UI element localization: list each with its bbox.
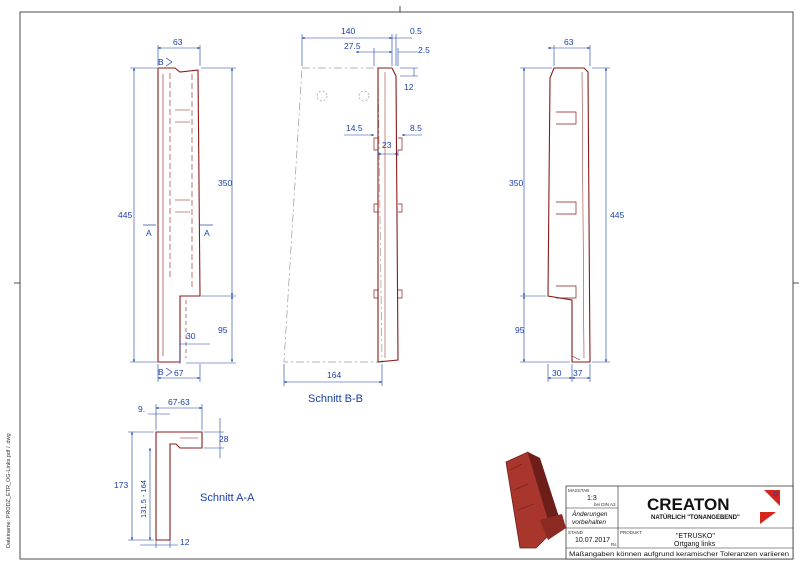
bb-d0-5: 0.5 xyxy=(410,26,422,36)
left-upper-height: 350 xyxy=(218,178,232,188)
aa-d173: 173 xyxy=(114,480,128,490)
product-label: PRODUKT xyxy=(620,530,642,535)
scale-label: MASSTAB xyxy=(568,488,589,493)
title-block: MASSTAB 1:3 bei DIN A3 Änderungen vorbeh… xyxy=(565,485,794,560)
creaton-logo: CREATON NATÜRLICH "TONANGEBEND" xyxy=(647,490,780,524)
section-b-top-label: B xyxy=(158,57,164,67)
date-label: STAND xyxy=(568,530,584,535)
right-lower-height: 95 xyxy=(515,325,525,335)
right-view: 63 350 445 95 30 37 xyxy=(509,37,624,382)
bb-top-width: 140 xyxy=(341,26,355,36)
section-a-right-label: A xyxy=(204,228,210,238)
aa-d131-164: 131.5 - 164 xyxy=(139,480,148,518)
side-file-label: Dateiname: PRODZ_ETR_OG-Links.pdf / .dwg xyxy=(6,433,12,548)
aa-d12: 12 xyxy=(180,537,190,547)
section-aa-view: 9. 67-63 28 173 131.5 - 164 12 Schnitt A… xyxy=(114,397,255,548)
bb-d12: 12 xyxy=(404,82,414,92)
bb-d14-5: 14.5 xyxy=(346,123,363,133)
right-total-height: 445 xyxy=(610,210,624,220)
revision-label: Rs xyxy=(611,542,617,547)
scale-value: 1:3 xyxy=(587,495,597,502)
changes-label-2: vorbehalten xyxy=(572,519,606,526)
left-lower-height: 95 xyxy=(218,325,228,335)
left-width-top: 63 xyxy=(173,37,183,47)
scale-note: bei DIN A3 xyxy=(594,502,616,507)
section-b-bottom-label: B xyxy=(158,367,164,377)
right-width-top: 63 xyxy=(564,37,574,47)
bb-d2-5: 2.5 xyxy=(418,45,430,55)
bb-d8-5: 8.5 xyxy=(410,123,422,133)
aa-d67-63: 67-63 xyxy=(168,397,190,407)
right-width-bottom: 37 xyxy=(573,368,583,378)
bb-bottom-width: 164 xyxy=(327,370,341,380)
date-value: 10.07.2017 xyxy=(575,537,610,544)
left-view: 63 445 350 95 30 67 B B A A xyxy=(118,37,236,382)
left-width-bottom: 67 xyxy=(174,368,184,378)
right-upper-height: 350 xyxy=(509,178,523,188)
section-bb-title: Schnitt B-B xyxy=(308,393,363,405)
sheet-border xyxy=(19,11,794,560)
section-bb-view: 140 27.5 0.5 2.5 12 14.5 8.5 23 164 Schn… xyxy=(283,26,430,405)
brand-slogan: NATÜRLICH "TONANGEBEND" xyxy=(651,514,740,521)
left-step: 30 xyxy=(186,331,196,341)
brand-name: CREATON xyxy=(647,495,730,514)
right-step: 30 xyxy=(552,368,562,378)
product-variant: Ortgang links xyxy=(674,541,716,548)
tile-product-image xyxy=(505,451,566,549)
bb-d23: 23 xyxy=(382,140,392,150)
product-name: "ETRUSKO" xyxy=(676,533,715,540)
section-aa-title: Schnitt A-A xyxy=(200,492,255,504)
changes-label-1: Änderungen xyxy=(571,510,608,518)
left-total-height: 445 xyxy=(118,210,132,220)
tolerance-disclaimer: Maßangaben können aufgrund keramischer T… xyxy=(569,551,790,558)
aa-d28: 28 xyxy=(219,434,229,444)
bb-d27-5: 27.5 xyxy=(344,41,361,51)
section-a-left-label: A xyxy=(146,228,152,238)
aa-d9: 9. xyxy=(138,404,145,414)
